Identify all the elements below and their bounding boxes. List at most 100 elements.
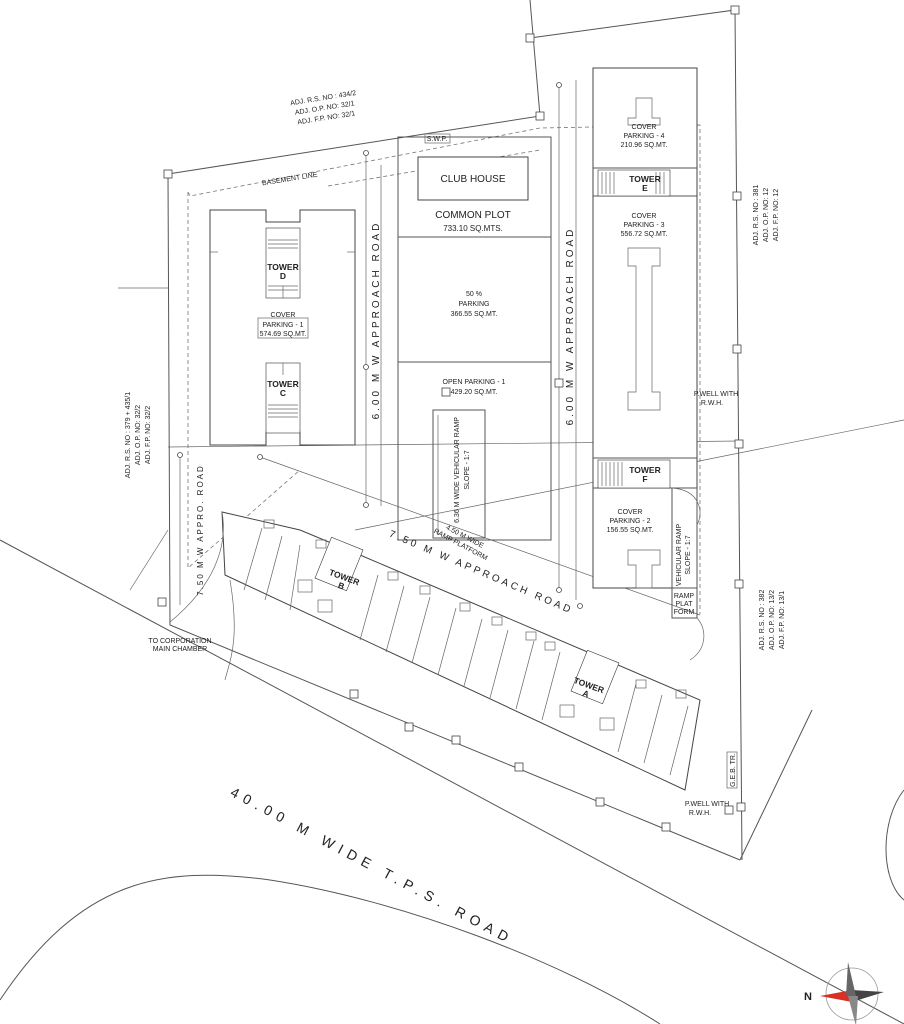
- approach-road-left-label: 6.00 M W APPROACH ROAD: [371, 221, 382, 420]
- open-parking-area: 429.20 SQ.MT.: [451, 389, 498, 396]
- curve-left: [169, 511, 224, 623]
- south-pointer-icon: [852, 990, 884, 1002]
- marker: [736, 802, 746, 812]
- cover-parking-1-title: COVER: [271, 312, 296, 319]
- marker: [554, 378, 564, 388]
- marker: [514, 762, 524, 772]
- tower-f-letter: F: [642, 474, 647, 484]
- point: [556, 82, 562, 88]
- cover-parking-2-title: COVER: [618, 509, 643, 516]
- point: [257, 454, 263, 460]
- unit-partitions: [243, 527, 689, 776]
- pwell-bottom-line1: P.WELL WITH: [685, 801, 729, 808]
- basement-line-top: [187, 124, 701, 614]
- club-house-label: CLUB HOUSE: [440, 174, 505, 185]
- parking-50-area: 366.55 SQ.MT.: [451, 311, 498, 318]
- tower-c-label: TOWER: [267, 379, 298, 389]
- adj-rb-line1: ADJ. R.S. NO : 382: [759, 590, 766, 651]
- common-plot-label: COMMON PLOT: [435, 210, 511, 221]
- tower-e-letter: E: [642, 183, 648, 193]
- adj-left-line1: ADJ. R.S. NO : 379 + 435/1: [125, 392, 132, 478]
- marker: [732, 344, 742, 354]
- marker: [732, 191, 742, 201]
- tower-b-core: [314, 536, 364, 592]
- ramp-curve: [671, 487, 701, 526]
- east-west-pointer-icon: [846, 962, 856, 996]
- column-bottom: [627, 549, 661, 589]
- point: [363, 502, 369, 508]
- approach-road-right-label: 6.00 M W APPROACH ROAD: [565, 227, 576, 426]
- adj-left-line2: ADJ. O.P. NO: 32/2: [135, 405, 142, 465]
- corporation-line2: MAIN CHAMBER: [153, 646, 207, 653]
- vehicular-ramp-right-label: VEHICULAR RAMP SLOPE - 1:7: [676, 524, 692, 587]
- stair-lines-c: [268, 363, 298, 418]
- vehicular-ramp-label: 6.36 M WIDE VEHICULAR RAMP SLOPE - 1:7: [454, 417, 471, 523]
- adj-rt-line3: ADJ. F.P. NO: 12: [773, 189, 780, 241]
- ramp-slope: SLOPE - 1:7: [464, 450, 471, 489]
- parking-50-label: PARKING: [459, 301, 490, 308]
- plot-boundary-left: [167, 173, 741, 861]
- parking-50-percent: 50 %: [466, 291, 482, 298]
- marker: [730, 5, 740, 15]
- point: [363, 364, 369, 370]
- column-top: [627, 97, 661, 126]
- diagonal-block: [169, 511, 701, 791]
- column-center: [627, 247, 661, 411]
- stair-lines-e: [601, 172, 665, 194]
- left-road-label: 7.50 M W APPRO. ROAD: [196, 464, 205, 596]
- compass-pointer-icon: [848, 996, 858, 1024]
- vehicular-ramp-right-slope: SLOPE - 1:7: [685, 535, 692, 574]
- pwell-top-line1: P.WELL WITH: [694, 391, 738, 398]
- swp-box: [424, 133, 451, 144]
- cover-parking-1-label-box: [257, 317, 309, 339]
- common-plot-area: 733.10 SQ.MTS.: [443, 224, 503, 233]
- cover-parking-1-name: PARKING - 1: [262, 322, 303, 329]
- road-edge-upper: [0, 539, 904, 1024]
- plot-boundary-corner: [739, 709, 813, 861]
- marker: [595, 797, 605, 807]
- chamber-line: [129, 529, 169, 591]
- north-label: N: [804, 991, 812, 1003]
- marker: [535, 111, 545, 121]
- tower-e-label: TOWER: [629, 174, 660, 184]
- cover-parking-1-block: [209, 209, 356, 446]
- marker: [404, 722, 414, 732]
- point: [577, 603, 583, 609]
- central-site: [397, 136, 552, 541]
- adjacent-right-top-label: ADJ. R.S. NO : 381 ADJ. O.P. NO: 12 ADJ.…: [753, 185, 780, 246]
- marker: [734, 579, 744, 589]
- tower-d-label: TOWER: [267, 262, 298, 272]
- right-block-outline: [592, 67, 698, 589]
- marker: [451, 735, 461, 745]
- ramp-plat-form-line2: PLAT: [676, 601, 694, 608]
- adj-rt-line2: ADJ. O.P. NO: 12: [763, 188, 770, 242]
- corporation-line1: TO CORPORATION: [148, 638, 211, 645]
- cover-parking-3-title: COVER: [632, 213, 657, 220]
- marker: [661, 822, 671, 832]
- point: [363, 150, 369, 156]
- adj-rt-line1: ADJ. R.S. NO : 381: [753, 185, 760, 246]
- cover-parking-2-area: 156.55 SQ.MT.: [607, 527, 654, 534]
- left-block: [209, 209, 356, 446]
- cover-parking-3-area: 556.72 SQ.MT.: [621, 231, 668, 238]
- swp-label: S.W.P.: [427, 136, 448, 143]
- central-block: [397, 136, 552, 541]
- adj-rb-line3: ADJ. F.P. NO: 13/1: [779, 591, 786, 649]
- balconies: [263, 519, 687, 731]
- cover-parking-1-area: 574.69 SQ.MT.: [260, 331, 307, 338]
- tower-a-core: [570, 649, 620, 705]
- marker: [734, 439, 744, 449]
- right-block: [592, 67, 705, 661]
- cover-parking-3-name: PARKING - 3: [623, 222, 664, 229]
- stair-lines-d: [268, 239, 298, 298]
- pwell-bottom-line2: R.W.H.: [689, 810, 711, 817]
- point: [177, 452, 183, 458]
- club-house: [417, 156, 529, 201]
- tower-a-letter: A: [581, 688, 590, 699]
- ramp-plat-form-line3: FORM: [674, 609, 695, 616]
- main-road-label: 40.00 M WIDE T.P.S. ROAD: [228, 784, 517, 948]
- vehicular-ramp-right-title: VEHICULAR RAMP: [676, 524, 683, 587]
- marker: [163, 169, 173, 179]
- ref-line-b: [259, 456, 701, 616]
